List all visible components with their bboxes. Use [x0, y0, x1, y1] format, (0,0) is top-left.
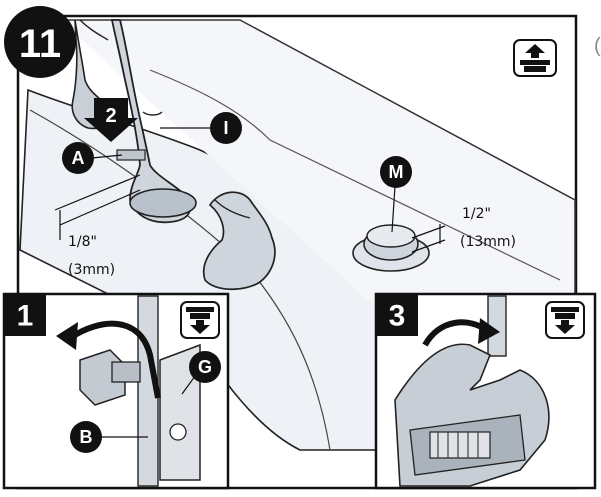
faucet-body [110, 19, 197, 224]
dim-right-fraction: 1/2" [462, 206, 491, 222]
callout-g: G [189, 351, 221, 383]
svg-text:M: M [389, 162, 404, 182]
callout-b: B [70, 421, 102, 453]
hole-cover [352, 224, 430, 272]
inset-3: 3 [374, 292, 597, 490]
dimension-right: 1/2" (13mm) [411, 206, 516, 253]
step-badge: 11 [4, 6, 76, 78]
svg-text:B: B [80, 427, 93, 447]
install-under-sink-icon [180, 301, 220, 339]
right-handle [202, 191, 276, 291]
inset-3-number: 3 [389, 300, 406, 333]
inset-1: 1 B G [2, 292, 230, 490]
edge-glyph: ( [594, 35, 601, 57]
dimension-left: 1/8" (3mm) [54, 174, 141, 278]
callout-a: A [62, 142, 94, 174]
svg-text:A: A [72, 148, 85, 168]
install-under-sink-icon [545, 301, 585, 339]
svg-text:I: I [223, 118, 228, 138]
dim-left-metric: (3mm) [68, 262, 115, 278]
dim-left-fraction: 1/8" [68, 234, 97, 250]
svg-text:G: G [198, 357, 212, 377]
dim-right-metric: (13mm) [460, 234, 516, 250]
push-down-arrow: 2 [84, 98, 138, 142]
step-number: 11 [19, 22, 61, 66]
callout-i: I [210, 112, 242, 144]
callout-m: M [380, 156, 412, 188]
inset-1-number: 1 [17, 300, 34, 333]
arrow-step-number: 2 [105, 105, 116, 127]
wrench-adjust-gear [429, 431, 491, 459]
install-above-counter-icon [513, 39, 557, 77]
